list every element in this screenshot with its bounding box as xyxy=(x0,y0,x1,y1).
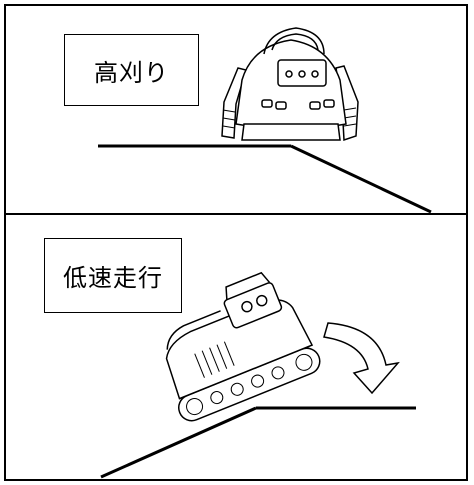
low-speed-illustration xyxy=(100,271,416,479)
label-low-speed-text: 低速走行 xyxy=(63,264,163,292)
panel-low-speed: 低速走行 xyxy=(4,213,468,481)
high-cut-illustration xyxy=(98,27,432,213)
label-low-speed: 低速走行 xyxy=(44,238,182,313)
label-high-cut-text: 高刈り xyxy=(94,58,169,87)
mower-rear-view xyxy=(221,27,359,142)
ground-slope-line xyxy=(98,144,432,213)
ground-crest-line xyxy=(100,406,416,479)
tilt-arrow-icon xyxy=(323,322,400,395)
mower-tilted-view xyxy=(165,271,321,422)
label-high-cut: 高刈り xyxy=(64,34,199,106)
panel-high-cut: 高刈り xyxy=(4,4,468,215)
